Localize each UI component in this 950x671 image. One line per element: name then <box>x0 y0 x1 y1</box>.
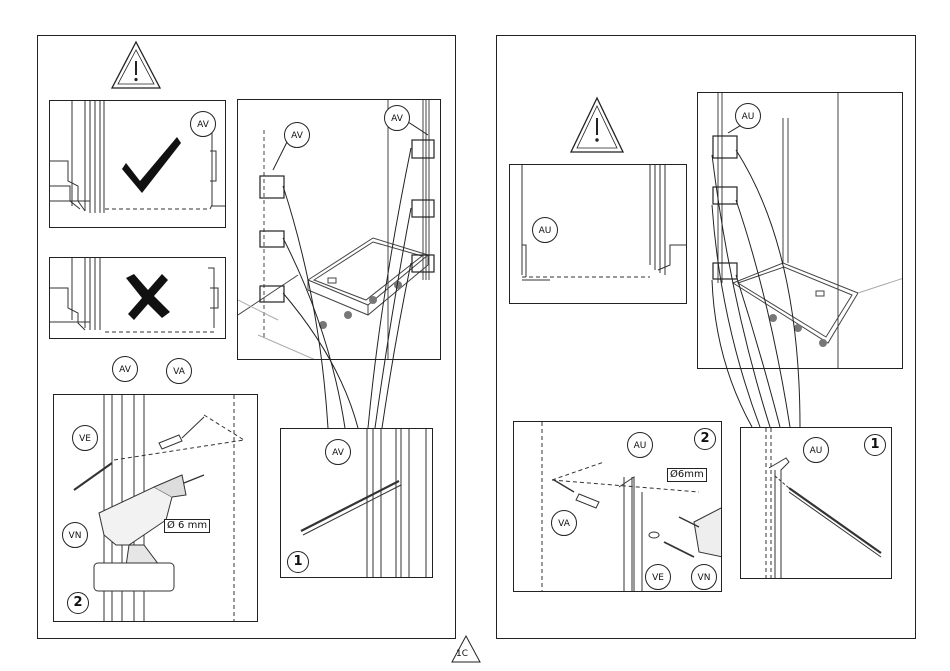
callout-av-wall-left: AV <box>284 122 310 148</box>
callout-au-drill-right: AU <box>627 432 653 458</box>
fit-step-panel-left: 1 <box>280 428 433 578</box>
callout-au-fit-right: AU <box>803 437 829 463</box>
check-mark-icon <box>122 137 181 193</box>
callout-ve-drill-left: VE <box>72 425 98 451</box>
callout-vn-drill-right: VN <box>691 564 717 590</box>
callout-va-drill-right: VA <box>551 510 577 536</box>
drill-step-panel-right: 2 Ø6mm <box>513 421 722 592</box>
correct-install-panel: AV <box>49 100 226 228</box>
page-number: 1C <box>456 649 468 659</box>
callout-av-fit-left: AV <box>325 439 351 465</box>
step-number-1-left: 1 <box>287 551 309 573</box>
callout-va-drill-left: VA <box>166 358 192 384</box>
cross-mark-icon <box>126 274 170 320</box>
detail-panel-right: AU <box>509 164 687 304</box>
callout-au-detail: AU <box>532 217 558 243</box>
step-number-2-left: 2 <box>67 592 89 614</box>
wall-overview-panel-left: AV AV <box>237 99 441 360</box>
callout-av-drill-left: AV <box>112 356 138 382</box>
callout-au-wall: AU <box>735 103 761 129</box>
incorrect-install-panel <box>49 257 226 339</box>
callout-ve-drill-right: VE <box>645 564 671 590</box>
drill-size-label-left: Ø 6 mm <box>164 519 210 533</box>
drill-size-label-right: Ø6mm <box>667 468 707 482</box>
callout-av-correct: AV <box>190 111 216 137</box>
callout-av-wall-right: AV <box>384 105 410 131</box>
step-number-2-right: 2 <box>694 428 716 450</box>
step-number-1-right: 1 <box>864 434 886 456</box>
callout-vn-drill-left: VN <box>62 522 88 548</box>
wall-overview-panel-right: AU <box>697 92 903 369</box>
